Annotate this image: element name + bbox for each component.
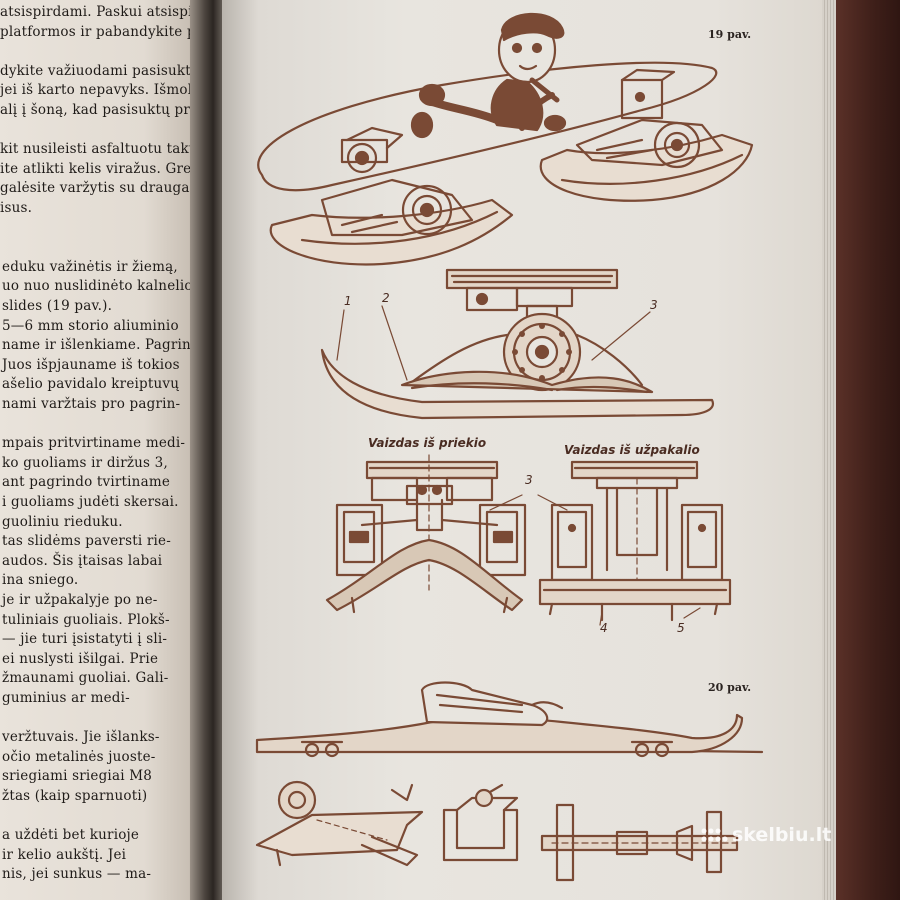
watermark-text: skelbiu.lt	[732, 824, 832, 846]
left-page-text-line: veržtuvais. Jie išlanks-	[2, 729, 160, 746]
boy-character-drawing	[410, 12, 567, 139]
left-page-text-line: isus.	[0, 200, 33, 216]
part-number-1: 1	[344, 294, 352, 308]
left-page-text-line: galėsite varžytis su draugais,	[0, 180, 205, 197]
left-page-text-line: guminius ar medi-	[2, 690, 130, 706]
rear-view-label: Vaizdas iš užpakalio	[564, 443, 700, 457]
left-page-text-line: a uždėti bet kurioje	[2, 827, 140, 844]
table-background	[835, 0, 900, 900]
watermark: skelbiu.lt	[700, 820, 831, 850]
illustration-svg	[255, 12, 764, 882]
front-view-drawing	[325, 454, 527, 614]
left-page-text-line: žtas (kaip sparnuoti)	[2, 788, 148, 804]
part-number-3-side: 3	[650, 298, 658, 312]
front-view-label: Vaizdas iš priekio	[368, 436, 487, 450]
part-number-5: 5	[677, 621, 685, 635]
left-page: atsispirdami. Paskui atsispirkite platfor…	[0, 0, 205, 900]
left-page-text-line: slides (19 pav.).	[2, 298, 113, 314]
right-page: 19 pav. 20 pav. Vaizdas iš priekio Vaizd…	[222, 0, 835, 900]
clamp-detail-drawings	[255, 780, 739, 882]
left-page-text-line: nami varžtais pro pagrin-	[2, 396, 181, 412]
left-page-text-line: platformos ir pabandykite pa-	[0, 23, 205, 40]
left-page-text-line: ant pagrindo tvirtiname	[2, 474, 171, 491]
left-page-text-line: jei iš karto nepavyks. Išmoki-	[0, 82, 205, 99]
part-number-3-front: 3	[525, 473, 533, 487]
watermark-dots-icon	[701, 828, 728, 842]
part-number-4: 4	[600, 621, 608, 635]
left-page-text-line: uo nuo nuslidinėto kalnelio.	[2, 278, 198, 295]
left-page-text-line: ina sniego.	[2, 572, 79, 589]
left-page-text-line: ko guoliams ir diržus 3,	[2, 454, 168, 471]
rear-view-drawing	[489, 460, 732, 626]
left-page-text-line: kit nusileisti asfaltuotu taku	[0, 141, 198, 158]
left-page-text-line: ei nuslysti išilgai. Prie	[2, 650, 159, 667]
left-page-text-line: sriegiami sriegiai M8	[2, 768, 153, 785]
left-page-text-line: mpais pritvirtiname medi-	[2, 435, 186, 452]
ski-side-view-drawing	[320, 268, 715, 420]
left-page-text-line: ite atlikti kelis viražus. Grei-	[0, 160, 201, 177]
left-page-text-line: alį į šoną, kad pasisuktų prie-	[0, 102, 205, 118]
left-page-text-line: dykite važiuodami pasisukti į	[0, 62, 205, 79]
left-page-text-line: i guoliams judėti skersai.	[2, 494, 179, 510]
left-page-text-line: je ir užpakalyje po ne-	[2, 592, 158, 608]
left-page-text-line: audos. Šis įtaisas labai	[2, 552, 163, 569]
page-stack-edge	[822, 0, 836, 900]
fig20-label: 20 pav.	[708, 681, 752, 694]
part-number-2: 2	[382, 291, 390, 305]
left-page-text-line: — jie turi įsistatyti į sli-	[2, 631, 168, 648]
fig19-board-illustration	[257, 61, 754, 266]
left-page-text-line: atsispirdami. Paskui atsispirkite	[0, 4, 205, 20]
left-page-text-line: očio metalinės juoste-	[2, 748, 156, 765]
left-page-text-line: 5—6 mm storio aliuminio	[2, 317, 179, 334]
fig19-label: 19 pav.	[708, 28, 752, 41]
left-page-text-line: ir kelio aukštį. Jei	[2, 846, 127, 863]
left-page-text-line: tas slidėms paversti rie-	[2, 533, 171, 550]
left-page-text-line: eduku važinėtis ir žiemą,	[2, 258, 178, 275]
fig20-shoe-ski-drawing	[255, 681, 764, 758]
left-page-text-line: žmaunami guoliai. Gali-	[2, 670, 169, 687]
left-page-text-line: tuliniais guoliais. Plokš-	[2, 611, 170, 628]
left-page-text-line: Juos išpjauname iš tokios	[2, 356, 180, 373]
left-page-text-line: ašelio pavidalo kreiptuvų	[2, 376, 180, 393]
left-page-text-line: guoliniu rieduku.	[2, 513, 123, 530]
left-page-text-line: name ir išlenkiame. Pagrin-	[2, 337, 196, 354]
left-page-text-line: nis, jei sunkus — ma-	[2, 866, 152, 883]
